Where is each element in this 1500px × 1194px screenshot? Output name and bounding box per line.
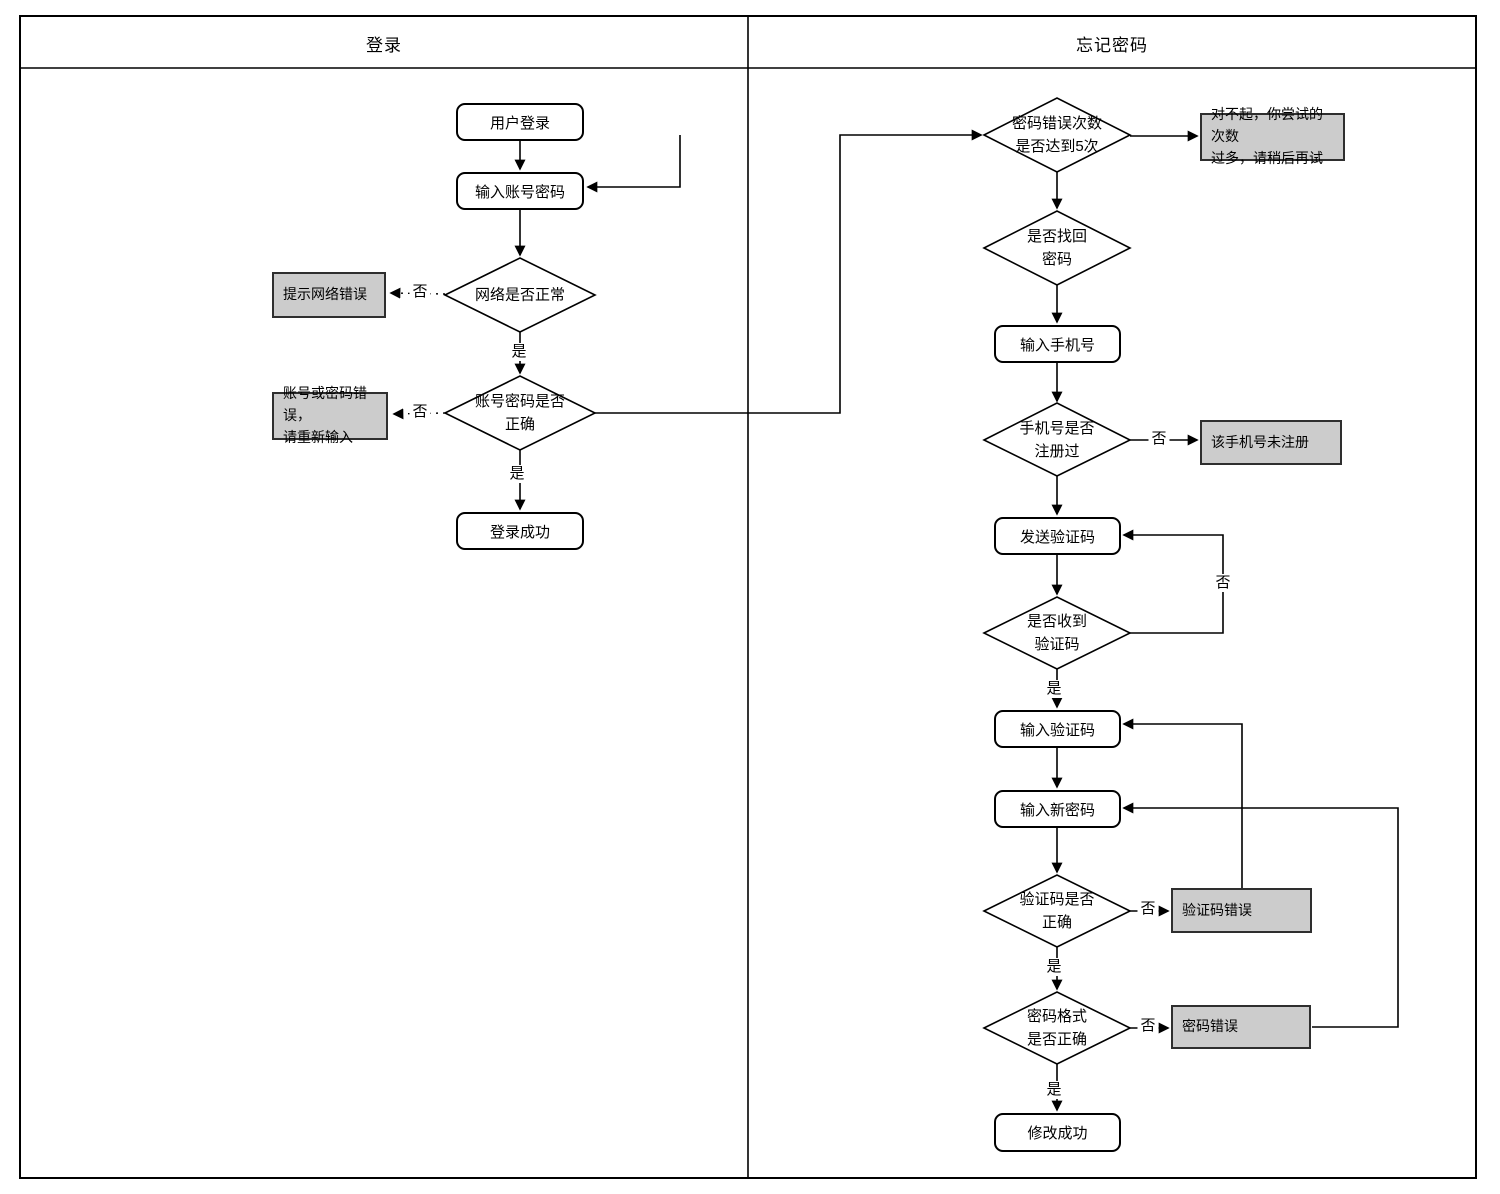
edge-label-no-network: 否 bbox=[409, 283, 431, 301]
node-send-code: 发送验证码 bbox=[994, 517, 1121, 555]
edge-label-no-cred: 否 bbox=[409, 403, 431, 421]
edge-label-yes-pass-format: 是 bbox=[1043, 1081, 1065, 1099]
diamond-phone-registered-shape bbox=[982, 402, 1132, 477]
diamond-network-ok-shape bbox=[443, 257, 597, 333]
edge-credok-no bbox=[392, 408, 446, 420]
note-code-error: 验证码错误 bbox=[1171, 888, 1312, 933]
edge-credok-attempts5 bbox=[595, 129, 983, 414]
lane-title-forgot-password: 忘记密码 bbox=[1076, 35, 1148, 55]
node-modify-success: 修改成功 bbox=[994, 1113, 1121, 1152]
node-enter-credentials: 输入账号密码 bbox=[456, 172, 584, 210]
edge-label-no-pass-format: 否 bbox=[1137, 1017, 1159, 1035]
edge-label-no-phone: 否 bbox=[1148, 430, 1170, 448]
edge-passerror-enternewpass-loop bbox=[1122, 802, 1399, 1028]
diamond-attempts5-shape bbox=[982, 97, 1132, 173]
diamond-pass-format-shape bbox=[982, 991, 1132, 1065]
edge-codeerror-entercode-loop bbox=[1122, 718, 1243, 888]
note-too-many-attempts: 对不起，你尝试的次数 过多，请稍后再试 bbox=[1200, 106, 1345, 166]
edge-label-yes-network: 是 bbox=[508, 343, 530, 361]
node-enter-new-password: 输入新密码 bbox=[994, 790, 1121, 828]
edge-label-yes-cred: 是 bbox=[506, 465, 528, 483]
node-enter-phone: 输入手机号 bbox=[994, 325, 1121, 363]
diamond-code-received-shape bbox=[982, 596, 1132, 670]
node-login-success: 登录成功 bbox=[456, 512, 584, 550]
edge-label-yes-code-correct: 是 bbox=[1043, 958, 1065, 976]
edge-codereceived-no-loop bbox=[1122, 529, 1224, 634]
lane-title-login: 登录 bbox=[366, 35, 402, 55]
edge-label-no-code-correct: 否 bbox=[1137, 900, 1159, 918]
note-network-error: 提示网络错误 bbox=[272, 272, 386, 318]
diamond-retrieve-shape bbox=[982, 210, 1132, 286]
diamond-code-correct-shape bbox=[982, 874, 1132, 948]
edge-label-no-code-loop: 否 bbox=[1212, 574, 1234, 592]
note-pass-error: 密码错误 bbox=[1171, 1005, 1311, 1049]
diamond-cred-ok-shape bbox=[443, 375, 597, 451]
edge-retry-credentials bbox=[586, 135, 681, 193]
note-phone-unregistered: 该手机号未注册 bbox=[1200, 420, 1342, 465]
note-cred-error: 账号或密码错误， 请重新输入 bbox=[272, 385, 388, 445]
edge-label-yes-code-received: 是 bbox=[1043, 680, 1065, 698]
node-user-login: 用户登录 bbox=[456, 103, 584, 141]
node-enter-code: 输入验证码 bbox=[994, 710, 1121, 748]
